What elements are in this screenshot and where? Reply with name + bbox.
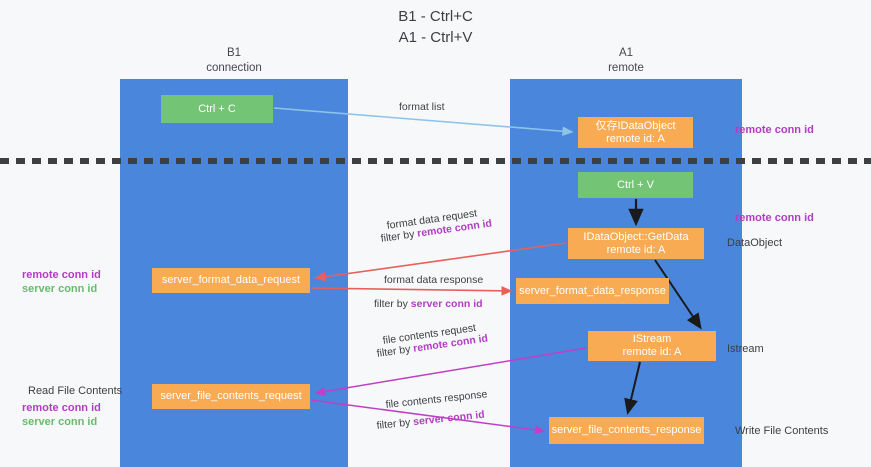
node-server-file-contents-request[interactable]: server_file_contents_request bbox=[152, 384, 310, 409]
edge-label-format-data-response-text: format data response bbox=[384, 274, 484, 286]
annotation-left-server-conn-id: server conn id bbox=[22, 283, 98, 295]
phase-divider-dashed-line bbox=[0, 158, 871, 164]
node-server-file-contents-response[interactable]: server_file_contents_response bbox=[549, 417, 704, 444]
node-istream-line2: remote id: A bbox=[622, 346, 682, 358]
node-getdata-line2: remote id: A bbox=[606, 243, 666, 256]
lane-header-a1-sub: remote bbox=[608, 62, 644, 74]
filter-key-server-conn-id: server conn id bbox=[412, 408, 486, 429]
page-title: B1 - Ctrl+C A1 - Ctrl+V bbox=[0, 6, 871, 48]
annotation-left-conn-ids-top: remote conn id server conn id bbox=[22, 268, 101, 296]
annotation-remote-conn-id-mid-text: remote conn id bbox=[735, 212, 814, 224]
annotation-read-file-contents: Read File Contents bbox=[28, 384, 122, 398]
annotation-dataobject: DataObject bbox=[727, 236, 782, 250]
edge-label-format-list: format list bbox=[399, 101, 445, 114]
edge-label-format-list-text: format list bbox=[399, 101, 445, 113]
filter-prefix: filter by bbox=[376, 342, 415, 360]
lane-header-b1-sub: connection bbox=[206, 62, 262, 74]
node-server-file-contents-request-label: server_file_contents_request bbox=[160, 390, 302, 402]
edge-label-format-data-response: format data response bbox=[384, 274, 483, 287]
node-idataobject-text: 仅存IDataObject remote id: A bbox=[595, 120, 675, 146]
node-getdata-line1: IDataObject::GetData bbox=[583, 230, 689, 243]
annotation-write-file-contents-text: Write File Contents bbox=[735, 425, 829, 437]
node-server-format-data-response-label: server_format_data_response bbox=[519, 284, 666, 297]
annotation-istream: Istream bbox=[727, 342, 764, 356]
annotation-left-conn-ids-bottom: remote conn id server conn id bbox=[22, 401, 101, 429]
node-ctrl-v[interactable]: Ctrl + V bbox=[578, 172, 693, 198]
node-server-file-contents-response-label: server_file_contents_response bbox=[551, 424, 702, 436]
node-idataobject-line1: 仅存IDataObject bbox=[595, 119, 676, 132]
node-istream[interactable]: IStream remote id: A bbox=[588, 331, 716, 361]
node-getdata-text: IDataObject::GetData remote id: A bbox=[583, 231, 688, 257]
filter-key-server-conn-id: server conn id bbox=[410, 298, 483, 310]
annotation-istream-text: Istream bbox=[727, 343, 764, 355]
annotation-left-remote-conn-id-2: remote conn id bbox=[22, 402, 101, 414]
edge-label-file-contents-response-text: file contents response bbox=[385, 388, 488, 411]
filter-prefix: filter by bbox=[376, 416, 414, 432]
filter-prefix: filter by bbox=[374, 298, 411, 310]
node-server-format-data-response[interactable]: server_format_data_response bbox=[516, 278, 669, 304]
annotation-left-remote-conn-id: remote conn id bbox=[22, 269, 101, 281]
title-line-1: B1 - Ctrl+C bbox=[398, 8, 473, 25]
annotation-remote-conn-id-top-text: remote conn id bbox=[735, 124, 814, 136]
annotation-left-server-conn-id-2: server conn id bbox=[22, 416, 98, 428]
node-idataobject[interactable]: 仅存IDataObject remote id: A bbox=[578, 117, 693, 148]
edge-label-file-contents-response: file contents response bbox=[385, 388, 488, 412]
node-ctrl-c-label: Ctrl + C bbox=[198, 102, 236, 115]
node-idataobject-getdata[interactable]: IDataObject::GetData remote id: A bbox=[568, 228, 704, 259]
annotation-remote-conn-id-mid: remote conn id bbox=[735, 211, 814, 225]
annotation-write-file-contents: Write File Contents bbox=[735, 424, 828, 438]
node-istream-text: IStream remote id: A bbox=[623, 333, 682, 359]
lane-header-a1: A1 remote bbox=[510, 46, 742, 76]
node-istream-line1: IStream bbox=[632, 333, 672, 345]
edge-label-file-contents-response-filter: filter by server conn id bbox=[376, 409, 485, 433]
annotation-read-file-contents-text: Read File Contents bbox=[28, 385, 123, 397]
lane-header-a1-name: A1 bbox=[618, 47, 634, 59]
lane-header-b1: B1 connection bbox=[120, 46, 348, 76]
node-idataobject-line2: remote id: A bbox=[606, 132, 665, 145]
node-server-format-data-request[interactable]: server_format_data_request bbox=[152, 268, 310, 293]
filter-prefix: filter by bbox=[380, 227, 419, 245]
node-ctrl-v-label: Ctrl + V bbox=[617, 178, 654, 191]
title-line-2: A1 - Ctrl+V bbox=[398, 29, 473, 46]
node-ctrl-c[interactable]: Ctrl + C bbox=[161, 95, 273, 123]
node-server-format-data-request-label: server_format_data_request bbox=[161, 274, 301, 286]
annotation-dataobject-text: DataObject bbox=[727, 237, 783, 249]
annotation-remote-conn-id-top: remote conn id bbox=[735, 123, 814, 137]
lane-header-b1-name: B1 bbox=[226, 47, 242, 59]
edge-label-format-data-response-filter: filter by server conn id bbox=[374, 298, 483, 311]
